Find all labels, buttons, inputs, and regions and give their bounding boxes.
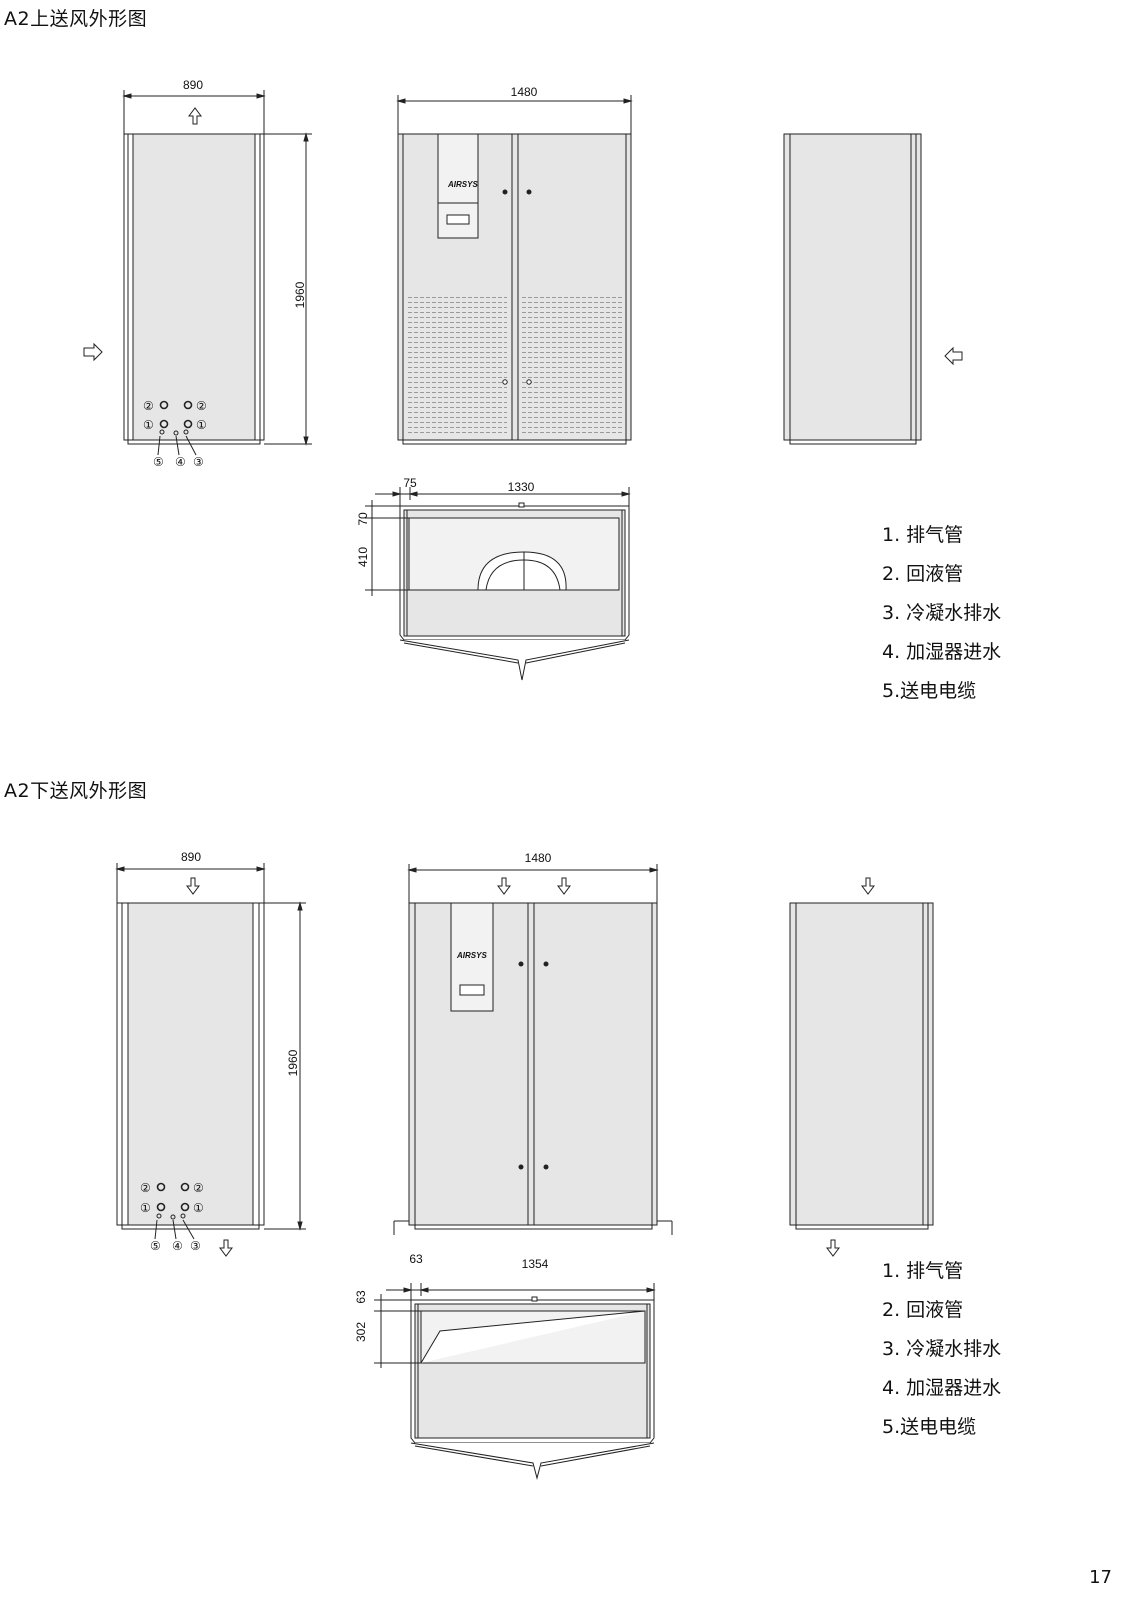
port-label: ② [143, 399, 154, 413]
port-label: ⑤ [150, 1239, 161, 1253]
right-view-upflow [783, 133, 963, 445]
port-label: ① [140, 1201, 151, 1215]
side-view-upflow [83, 90, 312, 456]
side-view-downflow [115, 863, 306, 1257]
brand-logo: AIRSYS [447, 180, 478, 189]
section-title-upflow: A2上送风外形图 [4, 8, 148, 30]
door-lock-icon [518, 1164, 524, 1170]
airflow-in-arrow-icon [497, 877, 511, 895]
airflow-down-arrow-icon [219, 1239, 233, 1257]
dim-top-depth-a: 63 [354, 1290, 368, 1304]
top-view-upflow [365, 487, 631, 681]
airflow-in-arrow-icon [557, 877, 571, 895]
port-cable-icon [156, 1213, 162, 1219]
grille-right [522, 296, 622, 434]
door-lock-icon [518, 961, 524, 967]
legend-item: 3. 冷凝水排水 [882, 1338, 1002, 1360]
port-drain-icon [180, 1213, 186, 1219]
dim-top-offset: 75 [403, 476, 417, 490]
port-label: ① [143, 418, 154, 432]
legend-item: 1. 排气管 [882, 524, 964, 546]
front-view-upflow [396, 95, 633, 445]
port-label: ③ [193, 455, 204, 469]
legend-item: 4. 加湿器进水 [882, 1377, 1002, 1399]
port-label: ⑤ [153, 455, 164, 469]
door-lock-icon [543, 961, 549, 967]
door-lock-icon [502, 189, 508, 195]
door-lock-icon [502, 379, 508, 385]
dim-top-depth-a: 70 [356, 512, 370, 526]
dim-top-depth-b: 410 [356, 547, 370, 567]
legend-item: 3. 冷凝水排水 [882, 602, 1002, 624]
right-view-downflow [789, 877, 934, 1257]
port-return-icon [156, 1182, 166, 1192]
legend-item: 2. 回液管 [882, 563, 964, 585]
port-return-icon [159, 400, 169, 410]
dim-top-width: 1354 [522, 1257, 549, 1271]
legend-item: 1. 排气管 [882, 1260, 964, 1282]
port-label: ② [140, 1181, 151, 1195]
port-label: ④ [175, 455, 186, 469]
port-drain-icon [183, 429, 189, 435]
dim-front-width: 1480 [525, 851, 552, 865]
dim-side-width: 890 [181, 850, 201, 864]
page-number: 17 [1089, 1567, 1112, 1588]
display-icon [446, 214, 470, 225]
door-lock-icon [543, 1164, 549, 1170]
airflow-in-arrow-icon [861, 877, 875, 895]
port-label: ② [196, 399, 207, 413]
port-return-icon [183, 400, 193, 410]
door-lock-icon [526, 189, 532, 195]
port-exhaust-icon [156, 1202, 166, 1212]
airflow-up-arrow-icon [188, 107, 202, 125]
port-label: ① [193, 1201, 204, 1215]
front-view-downflow [393, 864, 673, 1235]
grille-left [407, 296, 507, 434]
section-title-downflow: A2下送风外形图 [4, 780, 148, 802]
airflow-down-arrow-icon [826, 1239, 840, 1257]
port-return-icon [180, 1182, 190, 1192]
dim-top-offset: 63 [409, 1252, 423, 1266]
port-exhaust-icon [180, 1202, 190, 1212]
brand-logo: AIRSYS [456, 951, 487, 960]
display-icon [459, 984, 485, 996]
door-lock-icon [526, 379, 532, 385]
legend-item: 2. 回液管 [882, 1299, 964, 1321]
port-exhaust-icon [183, 419, 193, 429]
dim-top-depth-b: 302 [354, 1322, 368, 1342]
airflow-in-arrow-icon [83, 342, 103, 362]
legend-downflow: 1. 排气管 2. 回液管 3. 冷凝水排水 4. 加湿器进水 5.送电电缆 [882, 1252, 1001, 1447]
airflow-in-arrow-icon [186, 877, 200, 895]
dim-height: 1960 [286, 1049, 300, 1076]
dim-top-width: 1330 [508, 480, 535, 494]
port-label: ④ [172, 1239, 183, 1253]
port-label: ② [193, 1181, 204, 1195]
legend-upflow: 1. 排气管 2. 回液管 3. 冷凝水排水 4. 加湿器进水 5.送电电缆 [882, 516, 1001, 711]
port-cable-icon [159, 429, 165, 435]
dim-height: 1960 [293, 281, 307, 308]
port-label: ③ [190, 1239, 201, 1253]
legend-item: 5.送电电缆 [882, 680, 977, 702]
port-label: ① [196, 418, 207, 432]
top-view-downflow [374, 1283, 656, 1480]
port-humidifier-icon [170, 1214, 176, 1220]
dim-side-width: 890 [183, 78, 203, 92]
dim-front-width: 1480 [511, 85, 538, 99]
port-exhaust-icon [159, 419, 169, 429]
port-humidifier-icon [173, 430, 179, 436]
legend-item: 5.送电电缆 [882, 1416, 977, 1438]
legend-item: 4. 加湿器进水 [882, 641, 1002, 663]
airflow-in-arrow-icon [944, 346, 963, 366]
